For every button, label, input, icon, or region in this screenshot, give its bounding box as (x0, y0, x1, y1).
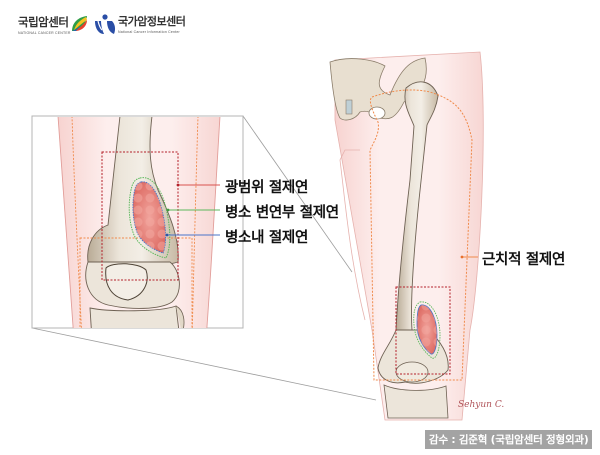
ncic-logo-name-kr: 국가암정보센터 (118, 15, 186, 28)
label-marginal-margin: 병소 변연부 절제연 (225, 205, 339, 221)
label-radical-margin: 근치적 절제연 (482, 252, 565, 268)
ncc-logo-name-en: NATIONAL CANCER CENTER (18, 31, 71, 35)
ncic-figure-logo-icon (95, 14, 116, 34)
connector-line-bottom (31, 327, 377, 401)
label-wide-margin: 광범위 절제연 (225, 180, 308, 196)
artist-signature: Sehyun C. (458, 400, 505, 410)
ncc-logo-name-kr: 국립암센터 (18, 15, 69, 29)
ncic-logo: 국가암정보센터 National Cancer Information Cent… (92, 12, 212, 38)
label-intralesional-margin: 병소내 절제연 (225, 230, 308, 246)
connector-line-top (242, 115, 353, 273)
ncc-logo: 국립암센터 NATIONAL CANCER CENTER (18, 14, 98, 38)
credit-badge: 감수 : 김준혁 (국립암센터 정형외과) (425, 430, 593, 449)
full-leg-figure (329, 51, 484, 421)
ncic-logo-name-en: National Cancer Information Center (118, 30, 180, 34)
inset-figure (31, 115, 244, 329)
